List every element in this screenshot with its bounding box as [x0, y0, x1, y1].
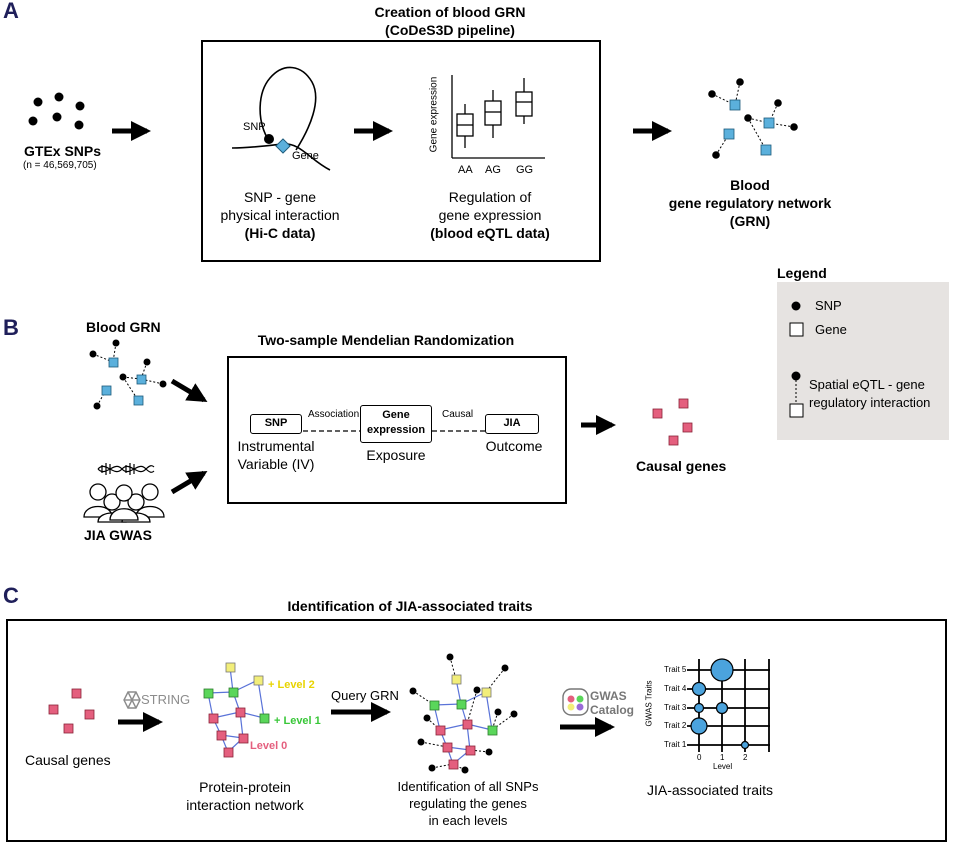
iv-caption-line2: Variable (IV)	[237, 456, 315, 472]
panel-a-title-line2: (CoDeS3D pipeline)	[385, 22, 515, 38]
blood-grn-caption: Blood gene regulatory network (GRN)	[660, 176, 840, 230]
gene-expression-node: Gene expression	[360, 405, 432, 443]
identification-caption-line2: regulating the genes	[409, 796, 527, 811]
level-2-tick: 2	[743, 753, 748, 762]
genotype-aa: AA	[458, 164, 473, 176]
grn-network-icon	[89, 339, 167, 410]
identification-caption: Identification of all SNPs regulating th…	[383, 778, 553, 829]
level1-label: + Level 1	[274, 715, 321, 727]
trait-3-label: Trait 3	[664, 703, 687, 712]
trait-4-label: Trait 4	[664, 684, 687, 693]
boxplot-icon	[451, 75, 545, 159]
hic-caption-line2: physical interaction	[220, 207, 340, 223]
string-label: STRING	[141, 692, 191, 707]
eqtl-caption-line2: gene expression	[438, 207, 542, 223]
level-1-tick: 1	[720, 753, 725, 762]
panel-c-title: Identification of JIA-associated traits	[287, 598, 533, 614]
gtex-snps-count: (n = 46,569,705)	[23, 160, 97, 171]
eqtl-caption-line1: Regulation of	[448, 189, 532, 205]
eqtl-caption: Regulation of gene expression (blood eQT…	[410, 188, 570, 242]
legend-gene-label: Gene	[815, 322, 847, 337]
level-0-tick: 0	[697, 753, 702, 762]
genotype-gg: GG	[516, 164, 534, 176]
jia-gwas-label: JIA GWAS	[84, 527, 152, 543]
gtex-snps-label: GTEx SNPs	[24, 143, 102, 159]
legend-title: Legend	[777, 265, 827, 281]
mr-title: Two-sample Mendelian Randomization	[257, 332, 515, 348]
panel-label-c: C	[3, 583, 19, 608]
gtex-snp-dots	[28, 92, 85, 130]
panel-label-b: B	[3, 315, 19, 340]
genotype-ag: AG	[485, 164, 501, 176]
gene-expression-axis-label: Gene expression	[428, 76, 440, 153]
level-axis-label: Level	[713, 762, 733, 771]
causal-label: Causal	[442, 409, 474, 420]
snp-tag: SNP	[243, 121, 266, 133]
trait-5-label: Trait 5	[664, 665, 687, 674]
mr-box	[227, 356, 567, 504]
legend-interaction-line2: regulatory interaction	[809, 395, 931, 410]
iv-caption-line1: Instrumental	[237, 438, 315, 454]
exposure-caption: Exposure	[366, 447, 426, 463]
legend-interaction-line1: Spatial eQTL - gene	[809, 377, 925, 392]
outcome-caption: Outcome	[485, 438, 543, 454]
ppi-caption-line1: Protein-protein	[199, 779, 291, 795]
identification-caption-line1: Identification of all SNPs	[397, 779, 539, 794]
dna-icon	[97, 463, 155, 475]
trait-bubbles	[690, 658, 750, 750]
ppi-network-icon	[203, 662, 270, 758]
chromatin-loop-icon	[231, 66, 331, 171]
blood-grn-line1: Blood	[730, 177, 770, 193]
level0-label: Level 0	[250, 740, 288, 752]
gene-expression-node-line2: expression	[366, 424, 426, 436]
blood-grn-label: Blood GRN	[86, 319, 161, 335]
panel-a-title-line1: Creation of blood GRN	[374, 4, 526, 20]
panel-label-a: A	[3, 0, 19, 23]
panel-c-box	[6, 619, 947, 842]
panel-a-title: Creation of blood GRN (CoDeS3D pipeline)	[320, 3, 580, 39]
ppi-caption-line2: interaction network	[186, 797, 304, 813]
legend-box	[777, 282, 949, 440]
string-logo-icon	[123, 691, 141, 709]
query-grn-label: Query GRN	[331, 688, 399, 703]
blood-grn-line2: gene regulatory network	[668, 195, 832, 211]
arrow-right-icon	[170, 378, 208, 403]
blood-grn-line3: (GRN)	[729, 213, 771, 229]
jia-traits-caption: JIA-associated traits	[646, 782, 774, 798]
identification-caption-line3: in each levels	[428, 813, 508, 828]
legend-interaction-label: Spatial eQTL - gene regulatory interacti…	[809, 376, 930, 412]
gwas-catalog-line2: Catalog	[590, 703, 635, 717]
hic-caption-line3: (Hi-C data)	[244, 225, 316, 241]
hic-caption-line1: SNP - gene	[243, 189, 317, 205]
codes3d-pipeline-box	[201, 40, 601, 262]
ppi-caption: Protein-protein interaction network	[180, 778, 310, 814]
eqtl-caption-line3: (blood eQTL data)	[430, 225, 550, 241]
grn-network-icon	[708, 78, 798, 159]
trait-1-label: Trait 1	[664, 740, 687, 749]
people-icon	[83, 483, 165, 523]
gwas-catalog-icon	[562, 688, 589, 716]
gwas-catalog-line1: GWAS	[590, 689, 627, 703]
legend-snp-label: SNP	[815, 298, 842, 313]
arrow-right-icon	[170, 470, 208, 495]
causal-genes-icon	[652, 398, 693, 446]
causal-genes-caption-c: Causal genes	[25, 752, 111, 768]
queried-network-icon	[409, 653, 518, 774]
gwas-traits-axis-label: GWAS Traits	[644, 680, 654, 727]
trait-2-label: Trait 2	[664, 721, 687, 730]
jia-node: JIA	[485, 414, 539, 434]
level2-label: + Level 2	[268, 679, 315, 691]
gene-expression-node-line1: Gene	[382, 409, 410, 421]
association-label: Association	[308, 409, 360, 420]
causal-genes-caption-b: Causal genes	[636, 458, 727, 474]
gene-tag: Gene	[292, 150, 319, 162]
hic-caption: SNP - gene physical interaction (Hi-C da…	[200, 188, 360, 242]
causal-genes-icon	[48, 688, 95, 734]
gwas-catalog-label: GWAS Catalog	[590, 689, 634, 717]
iv-caption: Instrumental Variable (IV)	[226, 437, 326, 473]
snp-node: SNP	[250, 414, 302, 434]
